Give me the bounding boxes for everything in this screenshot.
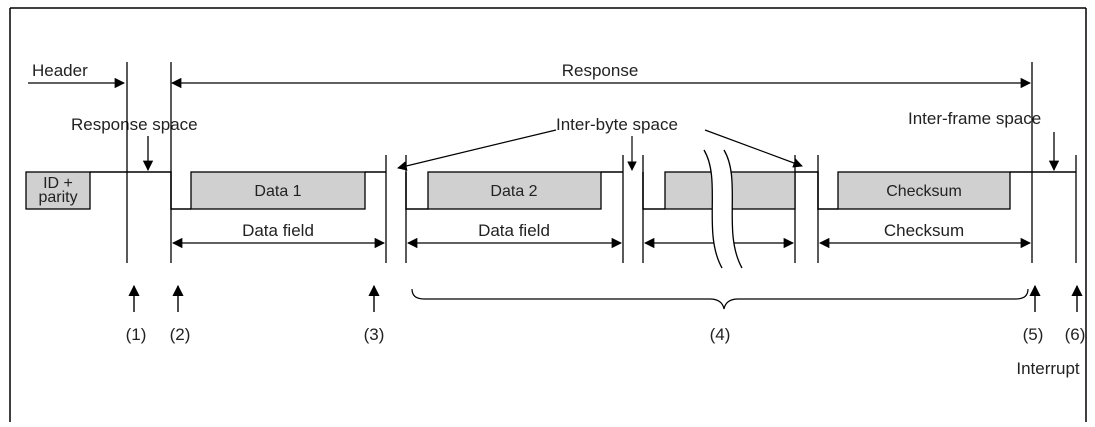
data1-label: Data 1 — [254, 183, 301, 200]
break-mark — [703, 149, 743, 269]
checksum-field-label: Checksum — [884, 221, 964, 240]
response-label: Response — [562, 61, 639, 80]
marker-6: (6) — [1065, 325, 1086, 344]
data2-label: Data 2 — [490, 183, 537, 200]
response-arrow: Response — [170, 61, 1032, 89]
data-field-1-arrow: Data field — [171, 221, 386, 249]
id-parity-label: ID +parity — [38, 175, 77, 206]
id-parity-line: ID + — [43, 175, 73, 192]
header-arrow: Header — [28, 61, 126, 89]
interrupt-label: Interrupt — [1016, 359, 1080, 378]
marker-2: (2) — [170, 325, 191, 344]
inter-byte-pointer-right — [704, 129, 803, 168]
data-field-2-label: Data field — [478, 221, 550, 240]
checksum-field-arrow: Checksum — [818, 221, 1032, 249]
data-field-1-label: Data field — [242, 221, 314, 240]
data1-box: Data 1 — [190, 171, 366, 210]
inter-frame-space-label: Inter-frame space — [908, 109, 1041, 128]
response-space-label: Response space — [71, 115, 198, 134]
data2-box: Data 2 — [427, 171, 602, 210]
marker-3: (3) — [364, 325, 385, 344]
inter-byte-pointer-left — [397, 129, 557, 171]
header-label: Header — [32, 61, 88, 80]
timing-up-arrows — [128, 284, 1083, 312]
inter-byte-space-label: Inter-byte space — [556, 115, 678, 134]
marker-4: (4) — [710, 325, 731, 344]
diagram-frame — [9, 7, 1087, 422]
brace-4 — [411, 288, 1029, 310]
data-field-2-arrow: Data field — [406, 221, 623, 249]
checksum-box-label: Checksum — [886, 183, 962, 200]
signal-waveform — [90, 171, 1076, 210]
marker-1: (1) — [126, 325, 147, 344]
id-parity-box: ID +parity — [25, 171, 91, 210]
timing-markers: (1) (2) (3) (4) (5) (6) — [126, 325, 1086, 344]
marker-5: (5) — [1023, 325, 1044, 344]
checksum-box: Checksum — [837, 171, 1011, 210]
id-parity-line: parity — [38, 189, 77, 206]
